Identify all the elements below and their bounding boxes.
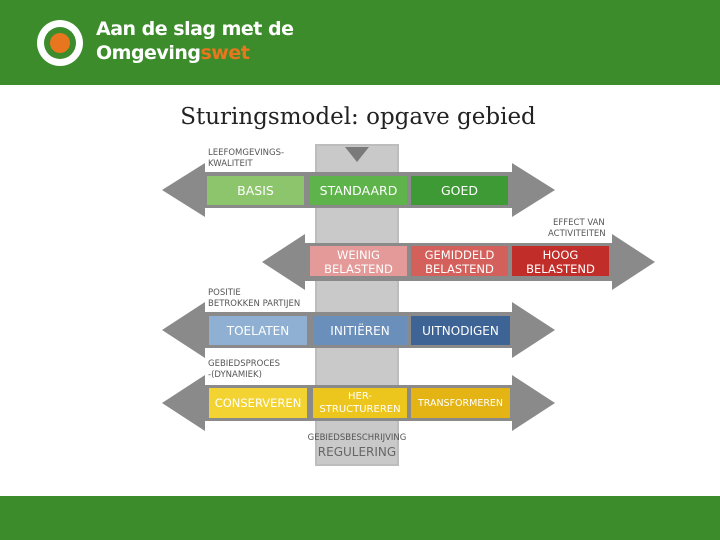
box-toelaten-label: TOELATEN xyxy=(226,324,289,338)
brand-line-2a: Omgeving xyxy=(96,42,201,64)
box-weinig xyxy=(310,246,407,276)
box-transformeren-label: TRANSFORMEREN xyxy=(417,398,503,409)
box-standaard-label: STANDAARD xyxy=(320,183,398,198)
box-weinig-line1: WEINIG xyxy=(337,248,380,262)
caption-regulering: REGULERING xyxy=(318,445,396,459)
box-herstructureren xyxy=(313,388,407,418)
box-weinig-line2: BELASTEND xyxy=(324,262,393,276)
caption-kwaliteit-2: KWALITEIT xyxy=(208,159,253,169)
box-hoog xyxy=(512,246,609,276)
footer-bar xyxy=(0,496,720,540)
brand-title: Aan de slag met de Omgevingswet xyxy=(96,17,294,65)
box-hoog-line1: HOOG xyxy=(543,248,579,262)
box-gemiddeld-line1: GEMIDDELD xyxy=(425,248,495,262)
caption-kwaliteit-1: LEEFOMGEVINGS- xyxy=(208,148,284,158)
caption-effect-1: EFFECT VAN xyxy=(553,218,605,228)
box-goed xyxy=(411,176,508,205)
caption-beschrijving: GEBIEDSBESCHRIJVING xyxy=(308,433,407,443)
box-initieren xyxy=(313,316,407,345)
box-conserveren-label: CONSERVEREN xyxy=(215,396,302,410)
box-basis xyxy=(207,176,304,205)
caption-positie-1: POSITIE xyxy=(208,288,241,298)
box-gemiddeld-line2: BELASTEND xyxy=(425,262,494,276)
box-uitnodigen xyxy=(411,316,510,345)
caption-positie-2: BETROKKEN PARTIJEN xyxy=(208,299,300,309)
box-toelaten xyxy=(209,316,307,345)
box-hoog-line2: BELASTEND xyxy=(526,262,595,276)
header-bar: Aan de slag met de Omgevingswet xyxy=(0,0,720,85)
caption-gebied-2: -(DYNAMIEK) xyxy=(208,370,262,380)
box-herstructureren-line1: HER- xyxy=(348,391,372,402)
brand-line-1: Aan de slag met de xyxy=(96,18,294,40)
box-goed-label: GOED xyxy=(441,183,478,198)
box-gemiddeld xyxy=(411,246,508,276)
box-conserveren xyxy=(209,388,307,418)
logo-icon xyxy=(37,20,83,66)
box-standaard xyxy=(310,176,407,205)
slide-title: Sturingsmodel: opgave gebied xyxy=(180,104,536,130)
brand-line-2b: swet xyxy=(200,42,250,64)
box-transformeren xyxy=(411,388,510,418)
caption-gebied-1: GEBIEDSPROCES xyxy=(208,359,280,369)
box-herstructureren-line2: STRUCTUREREN xyxy=(319,404,400,415)
box-initieren-label: INITIËREN xyxy=(330,323,389,338)
box-basis-label: BASIS xyxy=(237,183,274,198)
caption-effect-2: ACTIVITEITEN xyxy=(548,229,606,239)
column-chevron xyxy=(345,147,369,162)
box-uitnodigen-label: UITNODIGEN xyxy=(422,324,499,338)
